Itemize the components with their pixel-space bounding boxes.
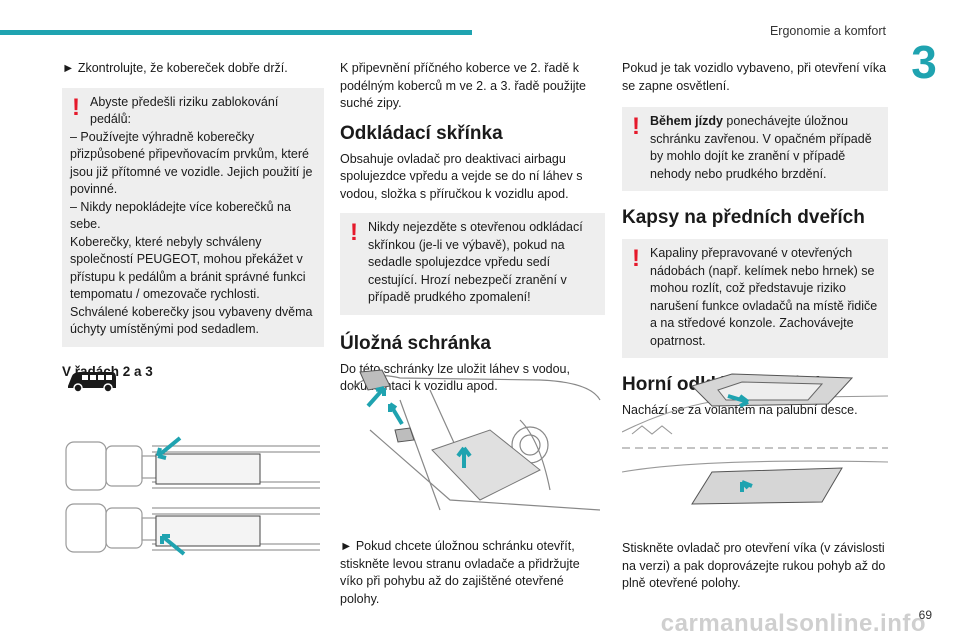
watermark: carmanualsonline.info <box>660 610 926 637</box>
section-title: Ergonomie a komfort <box>769 24 886 38</box>
upper-instruction-block: Stiskněte ovladač pro otevření víka (v z… <box>622 540 888 593</box>
warning-box-pedals: ! Abyste předešli riziku zablokování ped… <box>62 87 324 347</box>
warning-bold: Během jízdy <box>650 114 723 128</box>
upper-glovebox-text: Nachází se za volantem na palubní desce. <box>622 403 858 417</box>
page-number: 69 <box>918 608 932 622</box>
warning-text: Nikdy nejezděte s otevřenou odkládací sk… <box>368 220 583 304</box>
chapter-number: 3 <box>911 36 937 88</box>
warning-text: Abyste předešli riziku zablokování pedál… <box>90 94 279 127</box>
storage-instruction-block: ► Pokud chcete úložnou schránku otevřít,… <box>340 538 605 608</box>
warning-icon: ! <box>632 245 640 272</box>
warning-text: – Používejte výhradně koberečky přizpůso… <box>70 129 313 197</box>
heading-glovebox: Odkládací skřínka <box>340 122 503 144</box>
column-middle: K připevnění příčného koberce ve 2. řadě… <box>340 60 605 396</box>
lighting-text: Pokud je tak vozidlo vybaveno, při otevř… <box>622 61 887 93</box>
glovebox-text: Obsahuje ovladač pro deaktivaci airbagu … <box>340 151 583 201</box>
header-accent-bar <box>0 30 472 35</box>
velcro-text: K připevnění příčného koberce ve 2. řadě… <box>340 61 586 110</box>
warning-text: Kapaliny přepravované v otevřených nádob… <box>650 246 878 348</box>
warning-icon: ! <box>350 219 358 246</box>
warning-box-driving: ! Během jízdy ponechávejte úložnou schrá… <box>622 107 888 191</box>
warning-box-glovebox: ! Nikdy nejezděte s otevřenou odkládací … <box>340 213 605 315</box>
upper-glovebox-illustration <box>622 362 888 522</box>
column-left: ► Zkontrolujte, že kobereček dobře drží.… <box>62 60 324 380</box>
warning-rest: ponechávejte úložnou schránku zavřenou. … <box>650 114 872 181</box>
warning-text: Koberečky, které nebyly schváleny společ… <box>70 234 306 302</box>
heading-storage: Úložná schránka <box>340 332 491 354</box>
warning-icon: ! <box>72 93 80 121</box>
storage-instruction: ► Pokud chcete úložnou schránku otevřít,… <box>340 539 580 606</box>
floor-mat-illustration <box>62 432 324 562</box>
warning-box-liquids: ! Kapaliny přepravované v otevřených nád… <box>622 239 888 358</box>
warning-text: Během jízdy ponechávejte úložnou schránk… <box>630 113 880 183</box>
warning-text: Schválené koberečky jsou vybaveny dvěma … <box>70 304 313 337</box>
storage-box-illustration <box>340 360 605 525</box>
warning-text: – Nikdy nepokládejte více koberečků na s… <box>70 199 291 232</box>
heading-door-pockets: Kapsy na předních dveřích <box>622 207 865 228</box>
warning-icon: ! <box>632 113 640 140</box>
van-icon <box>64 366 120 396</box>
column-right: Pokud je tak vozidlo vybaveno, při otevř… <box>622 60 888 420</box>
upper-glovebox-instruction: Stiskněte ovladač pro otevření víka (v z… <box>622 541 886 590</box>
instruction-check-mat: ► Zkontrolujte, že kobereček dobře drží. <box>62 61 288 75</box>
